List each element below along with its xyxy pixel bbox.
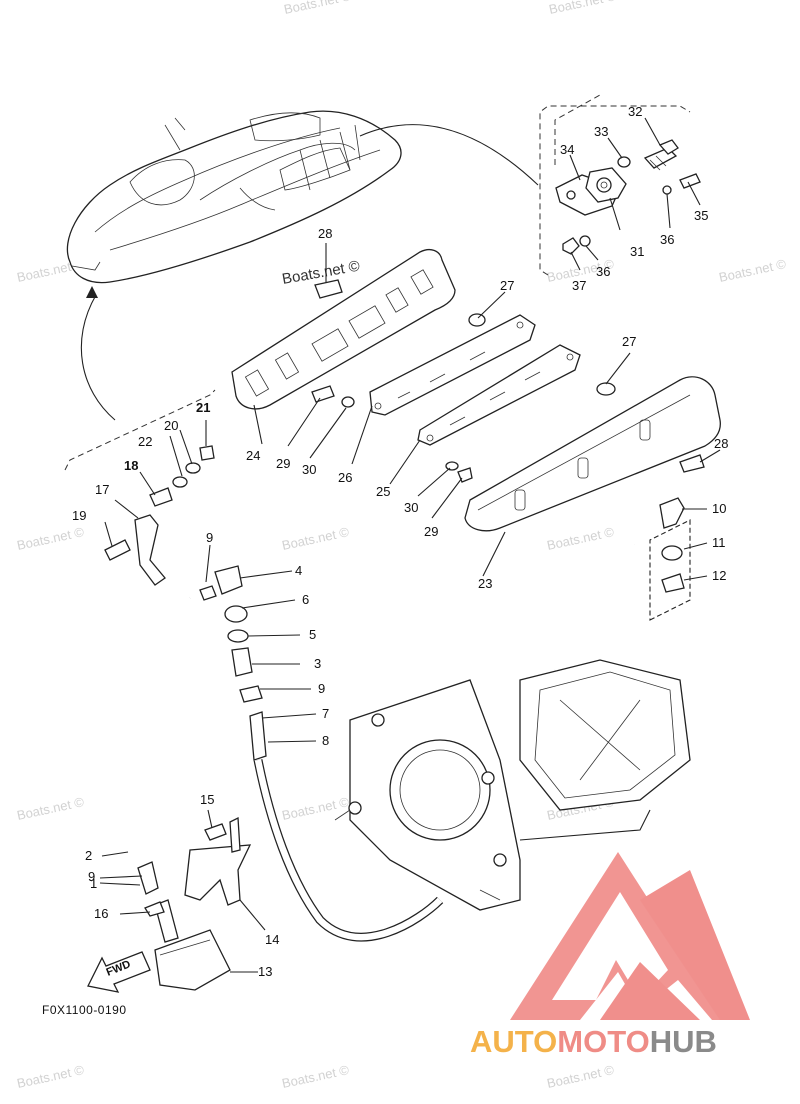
leader-arc-left <box>80 294 116 421</box>
callout-9: 9 <box>88 869 95 884</box>
thru-hull-fitting-group <box>555 139 701 255</box>
callout-20: 20 <box>164 418 178 433</box>
callout-2: 2 <box>85 848 92 863</box>
callout-30: 30 <box>404 500 418 515</box>
callout-37: 37 <box>572 278 586 293</box>
part-25-bracket <box>417 344 581 446</box>
callout-4: 4 <box>295 563 302 578</box>
dashed-bracket-left <box>64 389 216 471</box>
callout-26: 26 <box>338 470 352 485</box>
callout-21: 21 <box>196 400 210 415</box>
part-24-plate <box>231 249 456 410</box>
fitting-stack-group <box>199 565 267 761</box>
part-23-rail <box>464 376 721 532</box>
callout-19: 19 <box>72 508 86 523</box>
callout-11: 11 <box>712 535 726 550</box>
callout-31: 31 <box>630 244 644 259</box>
dashed-bracket-top-right <box>539 105 691 276</box>
dashed-bracket-top-right-2 <box>554 94 601 165</box>
callout-8: 8 <box>322 733 329 748</box>
callout-29: 29 <box>276 456 290 471</box>
brand-part-moto: MOTO <box>557 1024 649 1059</box>
callout-36: 36 <box>596 264 610 279</box>
watercraft-illustration <box>66 110 402 284</box>
callout-32: 32 <box>628 104 642 119</box>
svg-text:AUTOMOTOHUB: AUTOMOTOHUB <box>470 1024 717 1059</box>
callout-12: 12 <box>712 568 726 583</box>
callout-33: 33 <box>594 124 608 139</box>
callout-23: 23 <box>478 576 492 591</box>
callout-29: 29 <box>424 524 438 539</box>
callout-27: 27 <box>622 334 636 349</box>
hose-part-2 <box>105 596 192 895</box>
watermark: Boats.net © <box>283 0 353 17</box>
callout-10: 10 <box>712 501 726 516</box>
watermark: Boats.net © <box>281 524 351 553</box>
callout-34: 34 <box>560 142 574 157</box>
callout-28: 28 <box>318 226 332 241</box>
fasteners-group <box>311 279 705 483</box>
figure-code: F0X1100-0190 <box>42 1003 127 1017</box>
callout-9: 9 <box>206 530 213 545</box>
leader-arc-top <box>359 124 539 186</box>
brand-part-auto: AUTO <box>470 1024 557 1059</box>
brand-wordmark: AUTOMOTOHUB <box>470 1024 717 1059</box>
callout-14: 14 <box>265 932 279 947</box>
callout-24: 24 <box>246 448 260 463</box>
callout-16: 16 <box>94 906 108 921</box>
callout-18: 18 <box>124 458 138 473</box>
watermark: Boats.net © <box>281 1062 351 1091</box>
watermark: Boats.net © <box>281 794 351 823</box>
cable-bracket-group <box>104 445 215 586</box>
watermark: Boats.net © <box>546 1062 616 1091</box>
callout-30: 30 <box>302 462 316 477</box>
watermark: Boats.net © <box>546 524 616 553</box>
callout-5: 5 <box>309 627 316 642</box>
pump-housing <box>334 679 521 911</box>
hose-part-8 <box>253 759 444 942</box>
callout-35: 35 <box>694 208 708 223</box>
fwd-arrow-icon: FWD <box>87 951 151 993</box>
callout-17: 17 <box>95 482 109 497</box>
watermark: Boats.net © <box>16 524 86 553</box>
callout-1: 1 <box>90 876 97 891</box>
callout-3: 3 <box>314 656 321 671</box>
water-box-group <box>144 816 252 991</box>
callout-22: 22 <box>138 434 152 449</box>
callout-9: 9 <box>318 681 325 696</box>
part-26-bracket <box>369 314 536 416</box>
watermark: Boats.net © <box>718 256 788 285</box>
callout-36: 36 <box>660 232 674 247</box>
watermark: Boats.net © <box>16 1062 86 1091</box>
callout-13: 13 <box>258 964 272 979</box>
brand-part-hub: HUB <box>650 1024 717 1059</box>
callout-6: 6 <box>302 592 309 607</box>
callout-28: 28 <box>714 436 728 451</box>
watermark: Boats.net © <box>16 794 86 823</box>
callout-7: 7 <box>322 706 329 721</box>
brand-logo-mark <box>510 852 750 1020</box>
arrow-head-icon <box>86 286 98 298</box>
callout-25: 25 <box>376 484 390 499</box>
watermark: Boats.net © <box>548 0 618 17</box>
callout-15: 15 <box>200 792 214 807</box>
nozzle-housing <box>519 544 691 841</box>
leader-lines <box>99 117 721 973</box>
drain-plug-group <box>649 497 691 621</box>
callout-numbers: 1 2 3 4 5 6 7 8 9 9 9 10 11 12 13 14 15 … <box>72 104 728 979</box>
callout-27: 27 <box>500 278 514 293</box>
